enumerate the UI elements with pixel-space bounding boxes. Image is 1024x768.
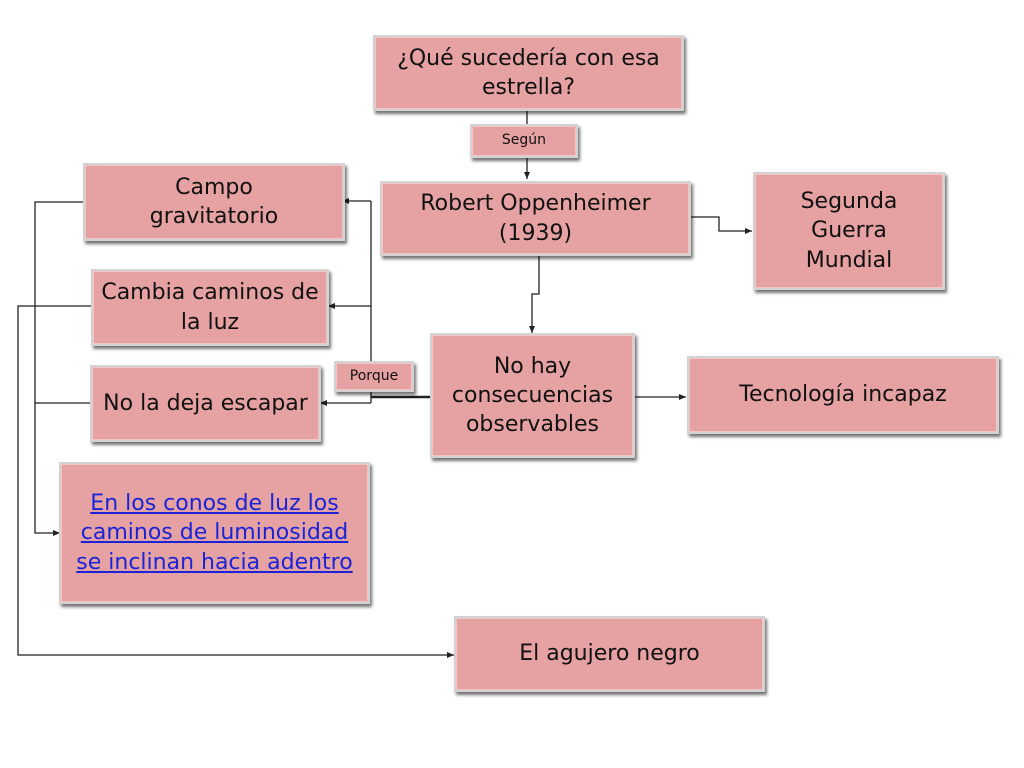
node-segun-label: Según: [501, 132, 547, 149]
node-no-deja[interactable]: No la deja escapar: [90, 365, 321, 442]
edge-oppenheimer-segunda-guerra: [689, 216, 752, 234]
node-porque[interactable]: Porque: [334, 361, 414, 392]
node-oppenheimer[interactable]: Robert Oppenheimer (1939): [380, 181, 691, 256]
node-no-hay-label: No hay consecuencias observables: [451, 353, 614, 438]
node-oppenheimer-label: Robert Oppenheimer (1939): [420, 191, 651, 246]
node-campo-label: Campo gravitatorio: [149, 174, 279, 229]
node-agujero[interactable]: El agujero negro: [454, 616, 765, 692]
node-segunda-guerra[interactable]: Segunda Guerra Mundial: [753, 172, 945, 290]
edge-campo-conos: [34, 201, 84, 536]
node-porque-label: Porque: [349, 367, 399, 384]
node-no-deja-label: No la deja escapar: [103, 390, 308, 416]
node-tecnologia[interactable]: Tecnología incapaz: [687, 356, 999, 434]
node-cambia-label: Cambia caminos de la luz: [101, 280, 319, 335]
conos-hyperlink[interactable]: En los conos de luz los caminos de lumin…: [76, 491, 353, 575]
edge-cambia-agujero: [17, 305, 454, 658]
node-no-hay[interactable]: No hay consecuencias observables: [430, 333, 635, 458]
node-cambia[interactable]: Cambia caminos de la luz: [91, 269, 329, 346]
node-question[interactable]: ¿Qué sucedería con esa estrella?: [373, 35, 684, 111]
node-campo[interactable]: Campo gravitatorio: [83, 163, 345, 241]
node-segun[interactable]: Según: [470, 124, 578, 158]
node-conos-link[interactable]: En los conos de luz los caminos de lumin…: [59, 462, 370, 604]
edge-oppenheimer-no-hay: [529, 254, 540, 333]
node-agujero-label: El agujero negro: [519, 641, 700, 667]
node-segunda-guerra-label: Segunda Guerra Mundial: [800, 189, 898, 273]
node-tecnologia-label: Tecnología incapaz: [739, 382, 947, 408]
node-question-label: ¿Qué sucedería con esa estrella?: [397, 45, 660, 100]
